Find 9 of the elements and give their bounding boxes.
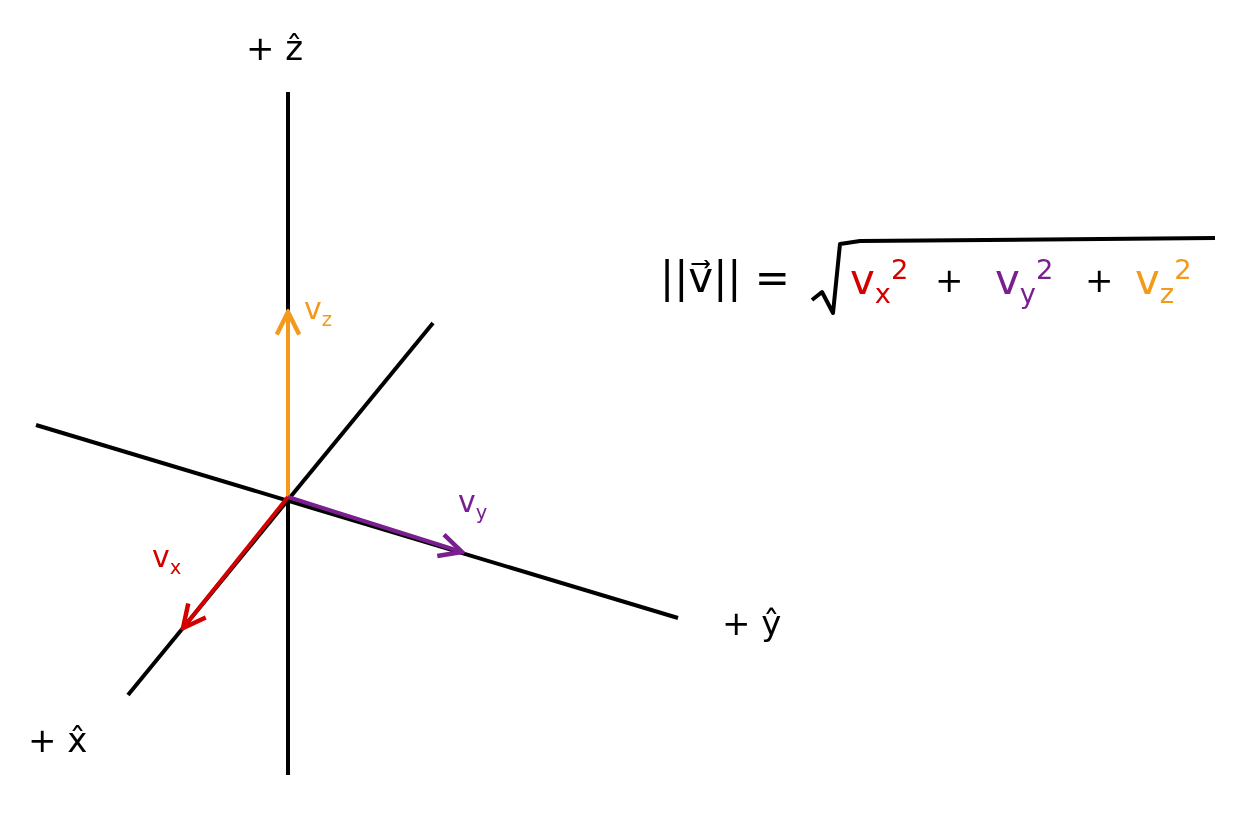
component-label: v$_{y}$	[458, 485, 488, 524]
axis-label: + ŷ	[722, 605, 782, 643]
component-label: v$_{z}$	[304, 292, 332, 331]
formula-term: +	[935, 262, 964, 300]
component-label: v$_{x}$	[152, 540, 182, 579]
formula-term: +	[1085, 262, 1114, 300]
axis-label: + ẑ	[246, 30, 304, 68]
formula-term: ||v⃗|| =	[660, 255, 790, 302]
axis-label: + x̂	[28, 722, 88, 760]
